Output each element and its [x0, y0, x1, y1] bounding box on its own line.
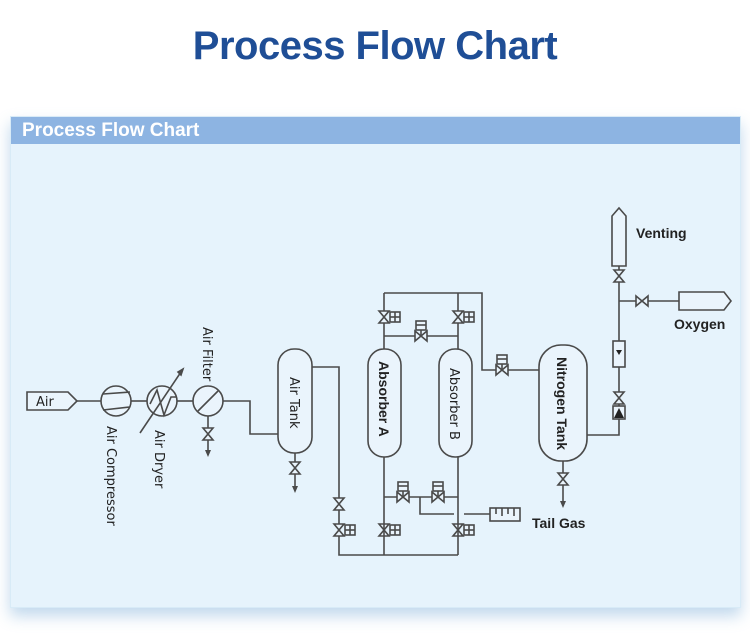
air-dryer: [139, 367, 185, 434]
pneumatic-valve-icon: [452, 310, 475, 324]
air-compressor: [100, 385, 132, 417]
tail-gas-label: Tail Gas: [532, 515, 586, 531]
manual-valve-icon: [635, 295, 649, 307]
arrow-icon: [205, 450, 211, 457]
manual-valve-icon: [613, 269, 625, 283]
compressor-icon: [100, 385, 132, 417]
manual-valve-icon: [613, 391, 625, 405]
arrow-icon: [292, 486, 298, 493]
pneumatic-valve-icon: [378, 310, 401, 324]
flowmeter-icon: [612, 340, 626, 368]
arrow-icon: [560, 501, 566, 508]
manual-valve-icon: [333, 497, 345, 511]
manual-valve-icon: [202, 427, 214, 441]
air-inlet: Air: [26, 391, 79, 411]
air-dryer-label: Air Dryer: [151, 430, 166, 489]
pneumatic-valve-icon: [414, 320, 428, 342]
silencer-icon: [489, 507, 521, 522]
manual-valve-icon: [557, 472, 569, 486]
oxygen-label: Oxygen: [674, 316, 725, 332]
pneumatic-valve-icon: [396, 481, 410, 503]
manual-valve-icon: [289, 461, 301, 475]
air-filter-label: Air Filter: [199, 327, 214, 382]
panel-header: Process Flow Chart: [11, 117, 740, 144]
air-inlet-tag: [26, 391, 79, 411]
nitrogen-tank-label: Nitrogen Tank: [554, 357, 570, 450]
absorber-a: [367, 348, 402, 458]
pneumatic-valve-icon: [378, 523, 401, 537]
air-filter: [192, 385, 224, 417]
page-title: Process Flow Chart: [192, 24, 558, 68]
venting-label: Venting: [636, 225, 687, 241]
check-valve-icon: [612, 405, 626, 420]
pneumatic-valve-icon: [495, 354, 509, 376]
absorber-b-label: Absorber B: [446, 368, 461, 440]
arrow-icon: [176, 367, 185, 377]
pneumatic-valve-icon: [452, 523, 475, 537]
venting-outlet: [611, 206, 627, 267]
absorber-b: [438, 348, 473, 458]
pneumatic-valve-icon: [431, 481, 445, 503]
absorber-a-label: Absorber A: [376, 361, 392, 437]
panel-title: Process Flow Chart: [22, 120, 200, 141]
air-label: Air: [36, 395, 55, 410]
pneumatic-valve-icon: [333, 523, 356, 537]
oxygen-outlet: [678, 291, 733, 311]
air-compressor-label: Air Compressor: [103, 426, 118, 526]
air-tank-label: Air Tank: [286, 377, 301, 429]
